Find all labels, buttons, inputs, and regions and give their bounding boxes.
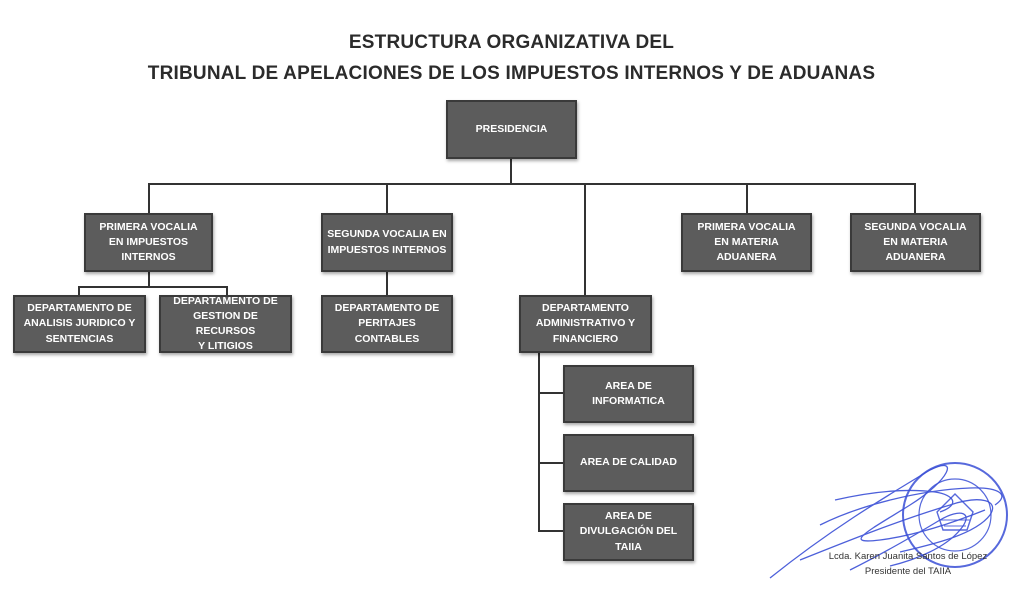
connector	[148, 183, 150, 215]
node-primera-vocalia-impuestos: PRIMERA VOCALIA EN IMPUESTOS INTERNOS	[84, 213, 213, 272]
node-segunda-vocalia-impuestos: SEGUNDA VOCALIA EN IMPUESTOS INTERNOS	[321, 213, 453, 272]
node-primera-vocalia-aduanera: PRIMERA VOCALIA EN MATERIA ADUANERA	[681, 213, 812, 272]
node-depto-analisis: DEPARTAMENTO DE ANALISIS JURIDICO Y SENT…	[13, 295, 146, 353]
connector	[914, 183, 916, 215]
connector	[746, 183, 748, 215]
connector	[538, 462, 564, 464]
signature-name: Lcda. Karen Juanita Santos de López	[828, 551, 988, 562]
connector	[78, 286, 228, 288]
connector	[538, 392, 564, 394]
signature-role: Presidente del TAIIA	[864, 566, 952, 577]
connector	[538, 353, 540, 531]
connector	[584, 183, 586, 296]
connector	[386, 271, 388, 297]
connector	[510, 159, 512, 184]
connector	[148, 271, 150, 287]
connector	[538, 530, 564, 532]
node-area-calidad: AREA DE CALIDAD	[563, 434, 694, 492]
diagram-title-line-1: ESTRUCTURA ORGANIZATIVA DEL	[348, 32, 675, 53]
connector	[226, 286, 228, 297]
node-segunda-vocalia-aduanera: SEGUNDA VOCALIA EN MATERIA ADUANERA	[850, 213, 981, 272]
node-area-divulgacion: AREA DE DIVULGACIÓN DEL TAIIA	[563, 503, 694, 561]
node-depto-peritajes: DEPARTAMENTO DE PERITAJES CONTABLES	[321, 295, 453, 353]
node-depto-administrativo: DEPARTAMENTO ADMINISTRATIVO Y FINANCIERO	[519, 295, 652, 353]
node-presidencia: PRESIDENCIA	[446, 100, 577, 159]
connector	[148, 183, 916, 185]
diagram-title-line-2: TRIBUNAL DE APELACIONES DE LOS IMPUESTOS…	[147, 63, 876, 84]
node-depto-gestion: DEPARTAMENTO DE GESTION DE RECURSOS Y LI…	[159, 295, 292, 353]
connector	[78, 286, 80, 297]
node-area-informatica: AREA DE INFORMATICA	[563, 365, 694, 423]
connector	[386, 183, 388, 215]
